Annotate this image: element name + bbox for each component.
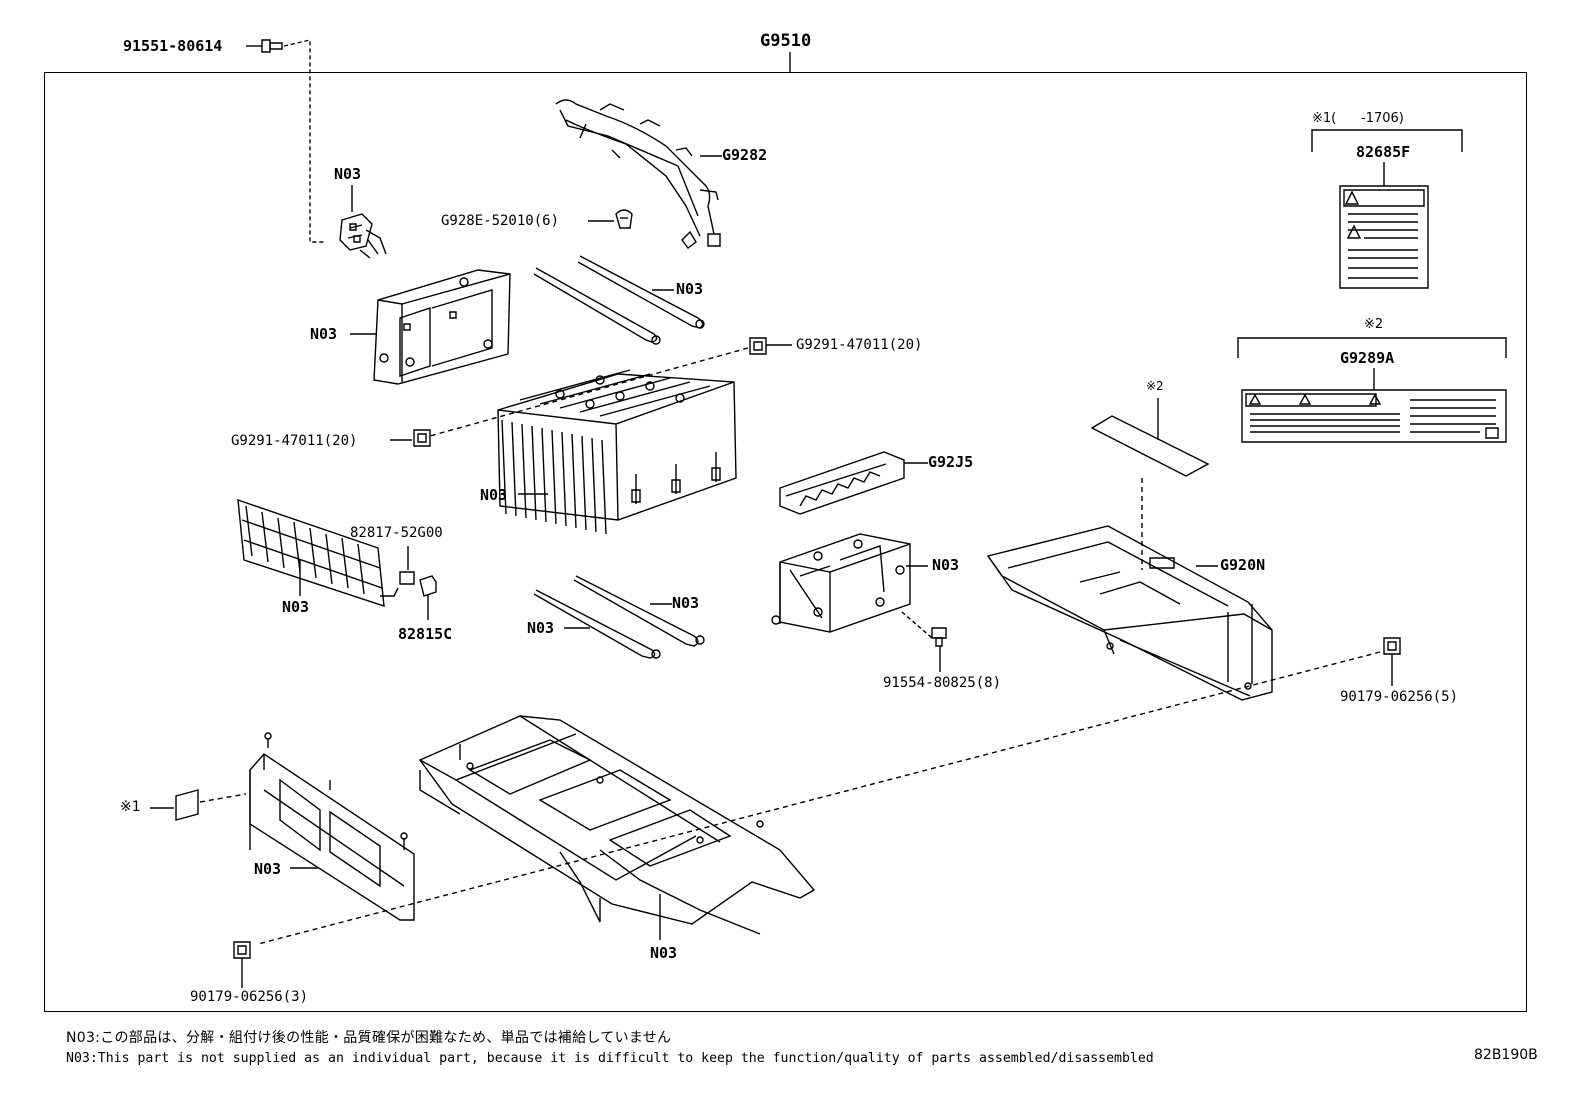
warning-label-part <box>1242 390 1506 442</box>
bracket-label[interactable]: N03 <box>310 325 338 343</box>
label-box-1-part[interactable]: 82685F <box>1356 143 1411 161</box>
wire-harness-part <box>556 100 720 248</box>
bolt-top-part <box>262 40 282 52</box>
label-box-2-part[interactable]: G9289A <box>1340 349 1395 367</box>
bolt-holder-label[interactable]: 91554-80825(8) <box>883 675 1002 691</box>
rod-upper-label[interactable]: N03 <box>676 280 704 298</box>
busbar-part <box>238 500 398 606</box>
rod-lower-a-label[interactable]: N03 <box>672 594 700 612</box>
side-frame-label[interactable]: N03 <box>254 860 282 878</box>
nut-bottom-part <box>234 942 250 958</box>
bolt-holder-part <box>932 628 946 646</box>
holder-label[interactable]: N03 <box>932 556 960 574</box>
cover-part <box>988 526 1272 700</box>
diagram-frame <box>44 72 1527 1012</box>
note-english: N03:This part is not supplied as an indi… <box>66 1051 1154 1066</box>
duct-part <box>780 452 904 514</box>
relay-sub-label[interactable]: 82815C <box>398 625 453 643</box>
clip-part <box>616 210 632 228</box>
mark2-cover-label: ※2 <box>1146 379 1164 393</box>
label-box-1-mark: ※1( -1706) <box>1312 111 1404 126</box>
holder-part <box>772 534 910 632</box>
nut-right-part <box>750 338 766 354</box>
nut-right-label[interactable]: G9291-47011(20) <box>796 337 923 353</box>
rod-lower-part <box>534 576 704 658</box>
side-frame-part <box>250 733 414 920</box>
bracket-part <box>374 270 510 384</box>
label-sheet-2-part <box>1092 416 1208 476</box>
label-sheet-1-part <box>176 790 198 820</box>
nut-cover-part <box>1384 638 1400 654</box>
caution-label-part <box>1340 186 1428 288</box>
battery-module-label[interactable]: N03 <box>480 486 508 504</box>
mark1-left-label: ※1 <box>120 799 141 815</box>
nut-left-part <box>414 430 430 446</box>
nut-bottom-label[interactable]: 90179-06256(3) <box>190 989 309 1005</box>
rod-lower-b-label[interactable]: N03 <box>527 619 555 637</box>
diagram-code: 82B190B <box>1474 1047 1538 1063</box>
wire-harness-label[interactable]: G9282 <box>722 146 768 164</box>
busbar-label[interactable]: N03 <box>282 598 310 616</box>
base-frame-label[interactable]: N03 <box>650 944 678 962</box>
note-japanese: N03:この部品は、分解・組付け後の性能・品質確保が困難なため、単品では補給して… <box>66 1030 672 1046</box>
assembly-label: G9510 <box>760 31 812 51</box>
bolt-top-label[interactable]: 91551-80614 <box>123 37 223 55</box>
nut-cover-label[interactable]: 90179-06256(5) <box>1340 689 1459 705</box>
relay-part-label[interactable]: 82817-52G00 <box>350 525 443 541</box>
label-box-2-mark: ※2 <box>1364 317 1384 332</box>
connector-part <box>340 214 386 258</box>
connector-label[interactable]: N03 <box>334 165 362 183</box>
clip-label[interactable]: G928E-52010(6) <box>441 213 560 229</box>
rod-upper-part <box>534 256 704 344</box>
duct-label[interactable]: G92J5 <box>928 453 974 471</box>
base-frame-part <box>420 716 814 934</box>
cover-label[interactable]: G920N <box>1220 556 1266 574</box>
nut-left-label[interactable]: G9291-47011(20) <box>231 433 358 449</box>
battery-module-part <box>498 370 736 534</box>
relay-part <box>400 572 436 596</box>
